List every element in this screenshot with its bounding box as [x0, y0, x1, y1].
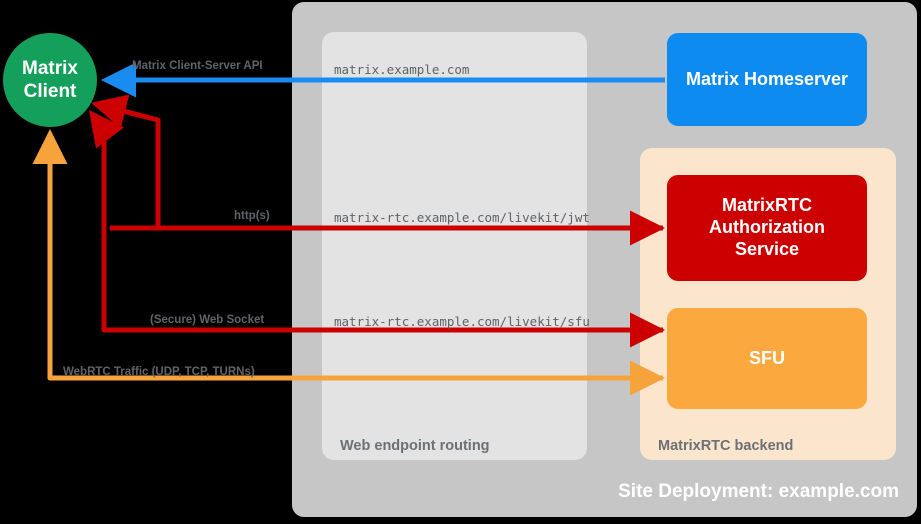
url-label-livekit-jwt: matrix-rtc.example.com/livekit/jwt	[334, 210, 590, 225]
node-auth-line1: MatrixRTC	[721, 195, 812, 216]
panel-web-endpoint-routing	[322, 32, 587, 460]
edge-https-jwt	[91, 94, 665, 246]
edge-webrtc-traffic	[32, 129, 665, 396]
node-matrixrtc-authorization-service: MatrixRTC Authorization Service	[667, 175, 867, 281]
node-matrix-client-line2: Client	[23, 81, 77, 102]
edge-label-https: http(s)	[234, 210, 270, 222]
panel-label-site-deployment: Site Deployment: example.com	[618, 481, 899, 502]
edge-secure-web-socket	[89, 110, 665, 348]
panel-label-matrixrtc-backend: MatrixRTC backend	[658, 438, 794, 454]
node-auth-line2: Authorization	[709, 217, 825, 238]
panel-label-web-endpoint-routing: Web endpoint routing	[340, 438, 490, 454]
edge-label-webrtc-traffic: WebRTC Traffic (UDP, TCP, TURNs)	[63, 366, 255, 378]
url-label-livekit-sfu: matrix-rtc.example.com/livekit/sfu	[334, 314, 590, 329]
node-matrix-homeserver-label: Matrix Homeserver	[685, 68, 849, 89]
node-sfu-label: SFU	[749, 347, 785, 368]
node-matrix-client: Matrix Client	[3, 33, 97, 127]
node-matrix-homeserver: Matrix Homeserver	[667, 33, 867, 126]
edge-label-web-socket: (Secure) Web Socket	[150, 314, 265, 326]
url-label-matrix-example-com: matrix.example.com	[334, 62, 470, 77]
node-matrix-client-line1: Matrix	[22, 57, 78, 79]
node-sfu: SFU	[667, 308, 867, 409]
node-auth-line3: Service	[734, 238, 800, 259]
edge-label-client-server-api: Matrix Client-Server API	[132, 60, 263, 72]
